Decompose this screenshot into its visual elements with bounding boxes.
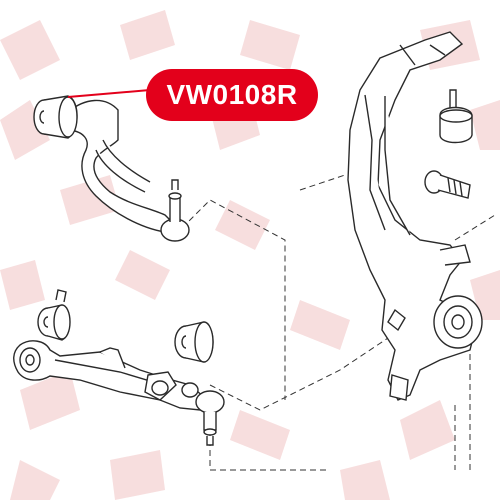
part-number-callout: VW0108R <box>146 69 318 121</box>
upper-control-arm <box>67 99 173 233</box>
steering-knuckle <box>347 31 483 401</box>
lower-control-arm <box>13 340 206 411</box>
bolt <box>424 170 471 199</box>
callout-leader-line <box>67 89 151 98</box>
lower-bushing-left <box>37 289 71 341</box>
bushing-icon <box>33 95 78 139</box>
knuckle-bushing <box>439 89 473 144</box>
lower-bushing-right <box>174 321 214 363</box>
lower-ball-joint <box>195 390 225 446</box>
upper-ball-joint <box>160 179 190 242</box>
